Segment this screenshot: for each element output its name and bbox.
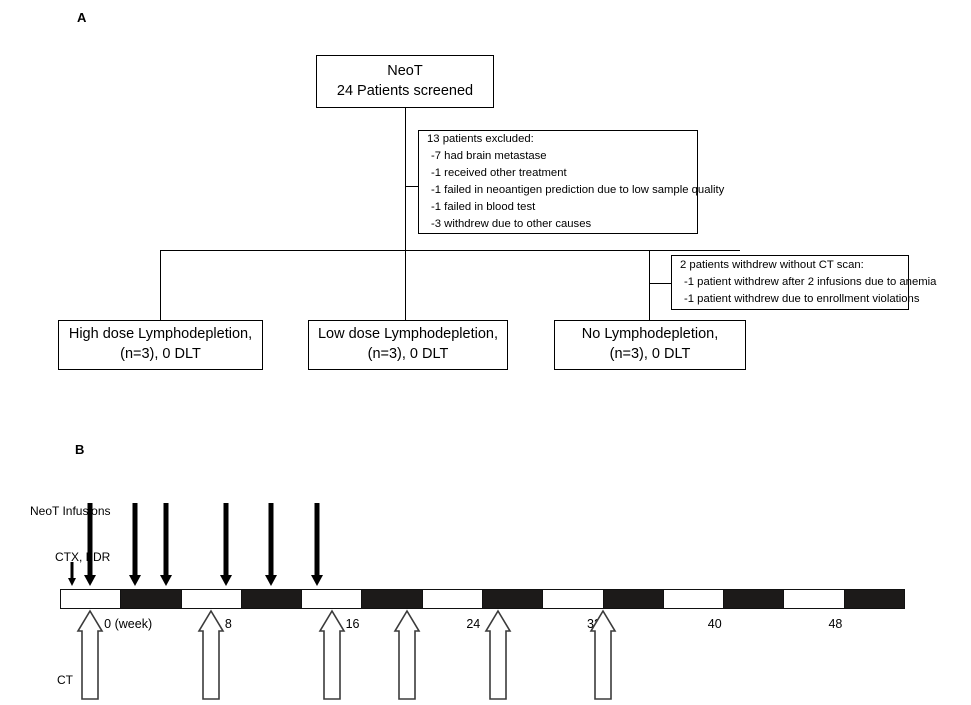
- timeline-label-ct: CT: [57, 673, 73, 687]
- arm-3-line-2: (n=3), 0 DLT: [609, 346, 691, 362]
- timeline-segment-0: [61, 590, 121, 608]
- arrow-head: [68, 578, 77, 586]
- timeline-segment-4: [301, 590, 362, 608]
- arrow-head: [159, 575, 172, 586]
- excluded-item-2: -1 received other treatment: [431, 167, 567, 180]
- tick-label-8: 8: [224, 617, 232, 631]
- ct-arrow-shape: [318, 609, 346, 700]
- ct-arrow-4: [484, 609, 511, 700]
- arm-2-line-2: (n=3), 0 DLT: [367, 346, 449, 362]
- withdrew-box: 2 patients withdrew without CT scan: -1 …: [671, 255, 936, 310]
- timeline-segment-8: [542, 590, 603, 608]
- ct-arrow-2: [318, 609, 346, 700]
- arrow-head: [84, 575, 97, 586]
- ct-arrow-5: [589, 609, 617, 700]
- arrow-shaft: [132, 503, 138, 576]
- arm-box-low-dose: Low dose Lymphodepletion, (n=3), 0 DLT: [308, 320, 508, 370]
- excluded-item-1: -7 had brain metastase: [431, 150, 547, 163]
- arrow-head: [265, 575, 278, 586]
- ct-arrow-shape: [484, 609, 511, 700]
- timeline-segment-7: [481, 590, 543, 608]
- infusion-arrow-0: [82, 503, 98, 586]
- arrow-shaft: [163, 503, 169, 576]
- timeline-segment-1: [120, 590, 181, 608]
- withdrew-item-2: -1 patient withdrew due to enrollment vi…: [684, 292, 920, 305]
- ct-arrow-shape: [197, 609, 225, 700]
- arrow-head: [219, 575, 232, 586]
- arrow-shaft: [268, 503, 274, 576]
- arrow-head: [129, 575, 142, 586]
- arm-3-line-1: No Lymphodepletion,: [581, 326, 719, 343]
- infusion-arrow-4: [263, 503, 279, 586]
- timeline-bar: [60, 589, 905, 609]
- timeline-segment-2: [180, 590, 241, 608]
- connector-distribution-horizontal: [160, 250, 740, 252]
- timeline-segment-10: [662, 590, 724, 608]
- tick-label-0: 0 (week): [104, 617, 153, 631]
- arrow-shaft: [70, 562, 74, 579]
- withdrew-title: 2 patients withdrew without CT scan:: [680, 259, 864, 272]
- withdrew-item-1: -1 patient withdrew after 2 infusions du…: [684, 276, 937, 289]
- connector-to-excluded: [405, 186, 418, 188]
- arm-box-no-lymphodepletion: No Lymphodepletion, (n=3), 0 DLT: [554, 320, 746, 370]
- ct-arrow-0: [76, 609, 104, 700]
- excluded-title: 13 patients excluded:: [427, 133, 534, 146]
- excluded-item-4: -1 failed in blood test: [431, 200, 536, 213]
- panel-b-label: B: [75, 442, 85, 457]
- ct-arrow-shape: [76, 609, 104, 700]
- flowchart-root-box: NeoT 24 Patients screened: [316, 55, 494, 108]
- timeline-label-conditioning: CTX, FDR: [55, 550, 111, 564]
- timeline-segment-6: [421, 590, 482, 608]
- excluded-item-3: -1 failed in neoantigen prediction due t…: [431, 184, 725, 196]
- timeline-segment-3: [240, 590, 302, 608]
- panel-a-label: A: [77, 10, 87, 25]
- root-line-2: 24 Patients screened: [336, 82, 474, 99]
- infusion-arrow-3: [218, 503, 234, 586]
- connector-root-vertical: [405, 108, 407, 250]
- excluded-item-5: -3 withdrew due to other causes: [431, 217, 592, 230]
- tick-label-24: 24: [466, 617, 481, 631]
- ct-arrow-3: [393, 609, 421, 700]
- infusion-arrow-5: [309, 503, 325, 586]
- tick-label-40: 40: [707, 617, 722, 631]
- timeline-segment-11: [723, 590, 784, 608]
- timeline-segment-5: [361, 590, 422, 608]
- timeline-segment-12: [783, 590, 844, 608]
- excluded-box: 13 patients excluded: -7 had brain metas…: [418, 130, 724, 234]
- arm-1-line-1: High dose Lymphodepletion,: [68, 326, 253, 343]
- ct-arrow-shape: [393, 609, 421, 700]
- ct-arrow-1: [197, 609, 225, 700]
- arrow-shaft: [314, 503, 320, 576]
- timeline-segment-13: [843, 590, 904, 608]
- ct-arrow-shape: [589, 609, 617, 700]
- connector-arm-3-vertical: [649, 250, 651, 320]
- arrow-head: [310, 575, 323, 586]
- arm-1-line-2: (n=3), 0 DLT: [120, 346, 201, 362]
- timeline-segment-9: [602, 590, 663, 608]
- arrow-shaft: [87, 503, 93, 576]
- timeline-label-infusions: NeoT Infusions: [30, 504, 111, 518]
- connector-arm-2-vertical: [405, 250, 407, 320]
- conditioning-arrow: [66, 562, 78, 586]
- infusion-arrow-1: [127, 503, 143, 586]
- root-line-1: NeoT: [387, 62, 423, 79]
- arrow-shaft: [223, 503, 229, 576]
- arm-box-high-dose: High dose Lymphodepletion, (n=3), 0 DLT: [58, 320, 263, 370]
- infusion-arrow-2: [158, 503, 174, 586]
- arm-2-line-1: Low dose Lymphodepletion,: [317, 326, 499, 343]
- tick-label-16: 16: [345, 617, 360, 631]
- connector-to-withdrew: [649, 283, 671, 285]
- connector-arm-1-vertical: [160, 250, 162, 320]
- tick-label-48: 48: [828, 617, 843, 631]
